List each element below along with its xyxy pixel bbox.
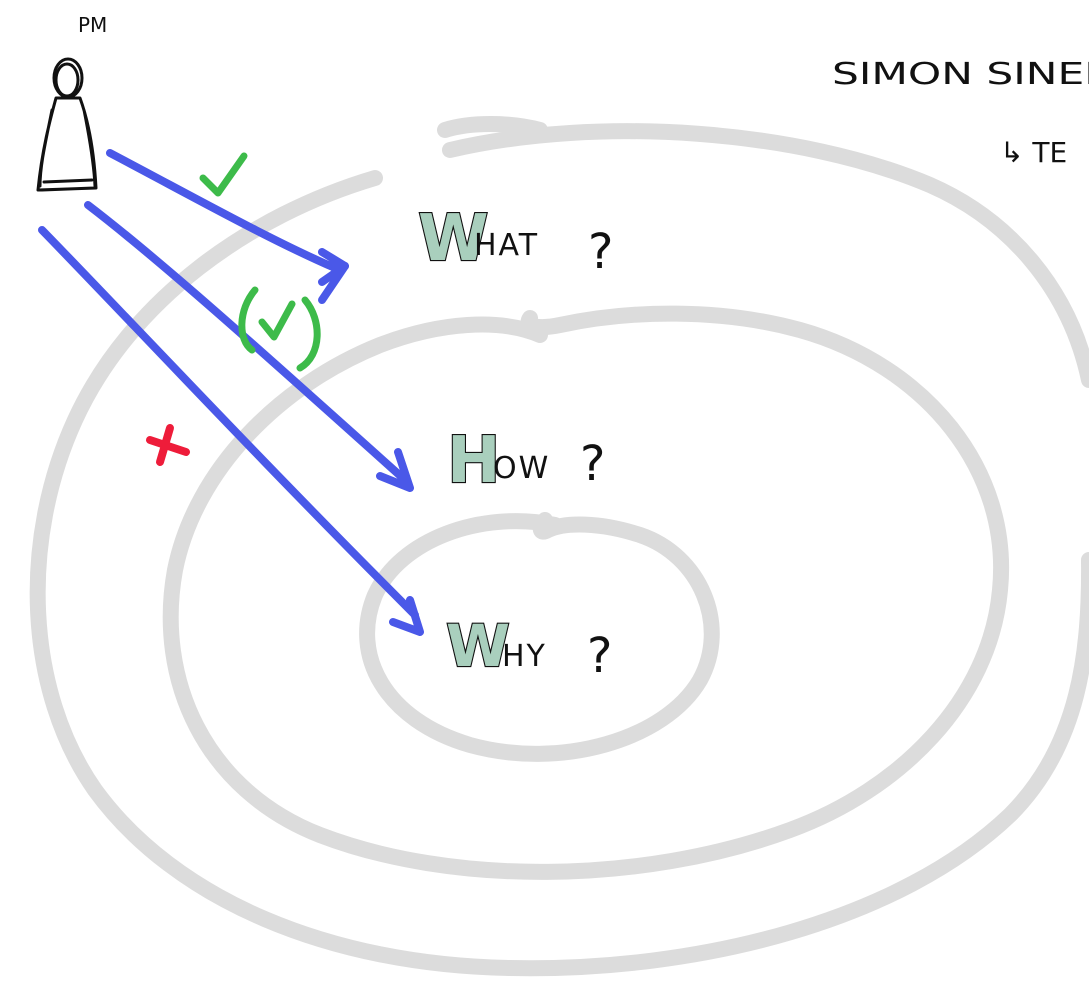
- arrow-to-why: [38, 226, 424, 636]
- person-head-scribble: [54, 62, 80, 98]
- author-note: SIMON SINEK ↳ TE: [832, 57, 1089, 169]
- why-big-letter: W: [446, 612, 510, 680]
- what-rest: HAT: [474, 228, 539, 263]
- arrow-to-how: [84, 201, 414, 492]
- how-rest: OW: [493, 451, 550, 486]
- arrow-to-what-tail: [318, 262, 349, 304]
- arrows: [38, 149, 424, 636]
- why-question: ?: [587, 628, 612, 684]
- how-check-mark: [238, 286, 321, 372]
- author-note-line2: ↳ TE: [1000, 136, 1067, 169]
- label-how: H OW ?: [446, 423, 606, 499]
- how-question: ?: [580, 436, 605, 492]
- why-rest: HY: [502, 639, 547, 674]
- inner-ring: [359, 512, 720, 762]
- arrow-to-what: [106, 149, 349, 286]
- person-label: PM: [78, 13, 107, 37]
- what-question: ?: [588, 224, 613, 280]
- what-big-letter: W: [418, 202, 489, 276]
- middle-ring: [162, 305, 1010, 880]
- how-big-letter: H: [447, 424, 501, 498]
- marks: [146, 152, 321, 466]
- label-what: W HAT ?: [417, 201, 614, 280]
- person-body: [36, 96, 98, 192]
- why-cross-mark: [146, 424, 190, 466]
- person-figure: PM: [36, 13, 107, 192]
- what-check-mark: [199, 152, 248, 197]
- author-note-line1: SIMON SINEK: [832, 57, 1089, 92]
- rings: [29, 116, 1089, 977]
- outer-ring: [29, 116, 1089, 977]
- label-why: W HY ?: [445, 611, 613, 684]
